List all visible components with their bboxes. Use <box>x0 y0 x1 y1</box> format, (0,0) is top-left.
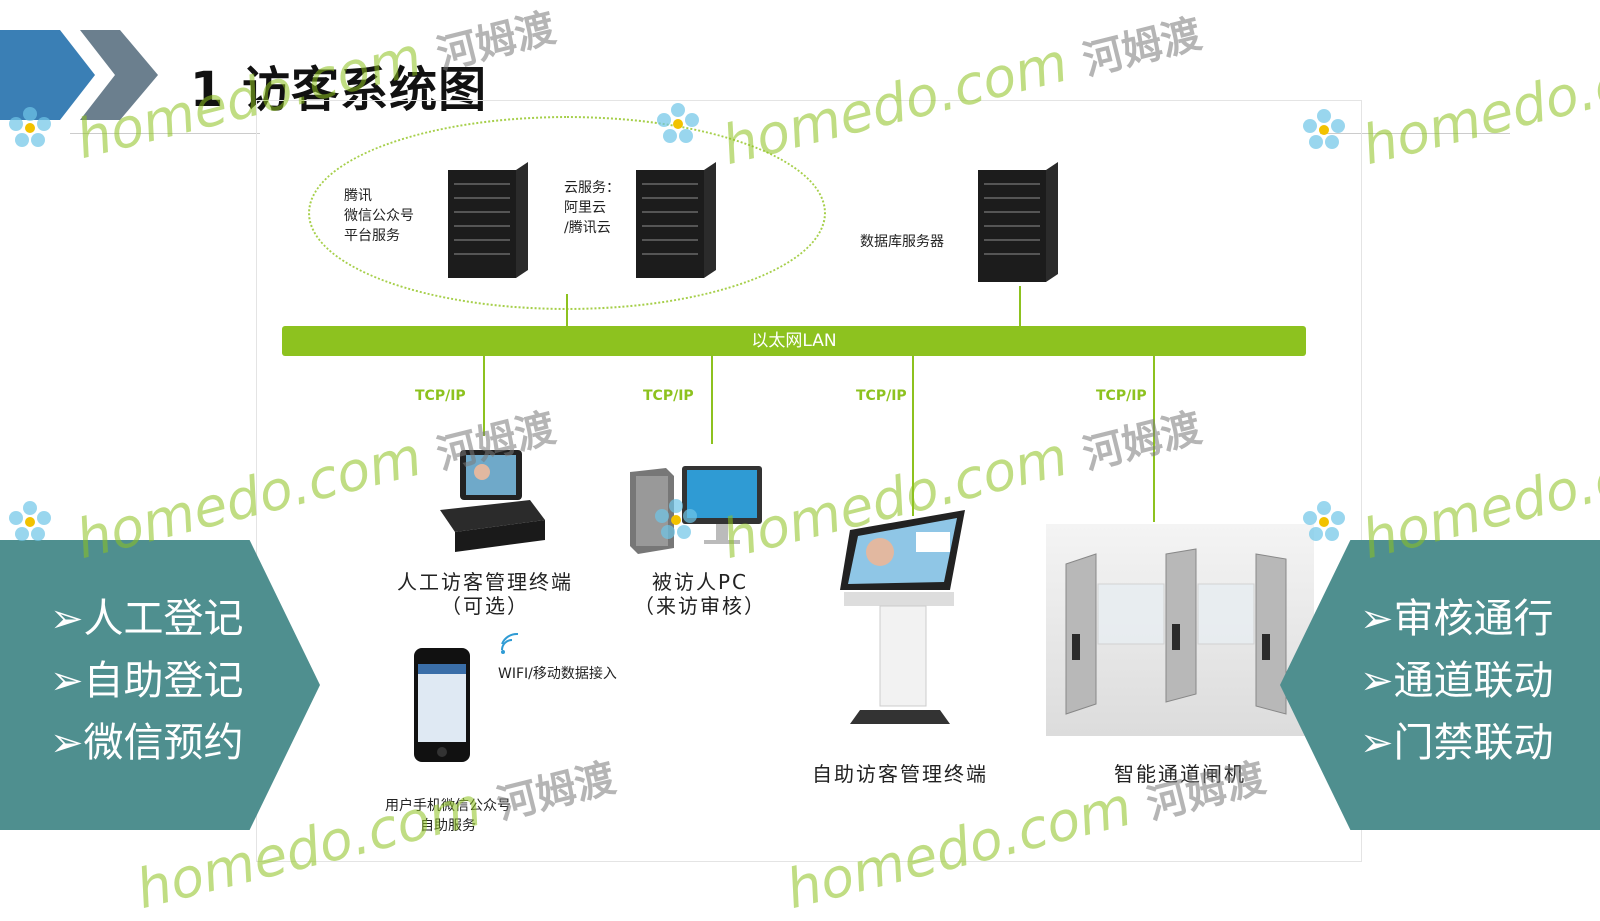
panel-item-approval-pass: ➢审核通行 <box>1360 596 1554 642</box>
cloud-connector <box>566 294 568 326</box>
panel-item-wechat-booking: ➢微信预约 <box>50 720 244 766</box>
title-divider <box>70 133 260 134</box>
panel-item-access-linkage: ➢门禁联动 <box>1360 720 1554 766</box>
wifi-label: WIFI/移动数据接入 <box>498 666 617 682</box>
gate-label: 智能通道闸机 <box>1114 762 1246 786</box>
gate-connector <box>1153 356 1155 522</box>
registration-panel: ➢人工登记 ➢自助登记 ➢微信预约 <box>0 540 320 830</box>
wifi-icon <box>501 632 519 654</box>
phone-label: 用户手机微信公众号 自助服务 <box>385 798 511 834</box>
page-title: 1 访客系统图 <box>190 62 488 118</box>
pos-terminal-icon <box>440 450 545 552</box>
flower-logo-icon <box>9 107 51 147</box>
self-terminal-connector <box>912 356 914 516</box>
diagram-frame <box>256 100 1362 862</box>
header-chevrons <box>0 30 158 120</box>
tcp-label: TCP/IP <box>415 388 466 404</box>
watermark: homedo.com <box>1356 30 1600 178</box>
server-icon <box>448 162 528 278</box>
pc-connector <box>711 356 713 444</box>
database-server-icon <box>978 162 1058 282</box>
lan-bar: 以太网LAN <box>282 326 1306 356</box>
right-divider <box>1320 133 1510 134</box>
panel-item-channel-linkage: ➢通道联动 <box>1360 658 1554 704</box>
self-terminal-label: 自助访客管理终端 <box>812 762 988 786</box>
tcp-label: TCP/IP <box>1096 388 1147 404</box>
server-icon <box>636 162 716 278</box>
cloud-service-label: 云服务： 阿里云 /腾讯云 <box>564 180 620 236</box>
smartphone-icon <box>414 648 470 762</box>
manual-terminal-connector <box>483 356 485 436</box>
manual-terminal-label: 人工访客管理终端 （可选） <box>397 570 573 618</box>
flower-logo-icon <box>9 501 51 541</box>
panel-item-self-registration: ➢自助登记 <box>50 658 244 704</box>
tcp-label: TCP/IP <box>643 388 694 404</box>
panel-item-manual-registration: ➢人工登记 <box>50 596 244 642</box>
gate-photo <box>1046 524 1314 736</box>
flower-logo-icon <box>1303 109 1345 149</box>
database-connector <box>1019 286 1021 326</box>
flower-logo-icon <box>657 103 699 143</box>
kiosk-icon <box>840 510 965 724</box>
tcp-label: TCP/IP <box>856 388 907 404</box>
tencent-label: 腾讯 微信公众号 平台服务 <box>344 188 414 244</box>
flower-logo-icon <box>1303 501 1345 541</box>
flower-logo-icon <box>655 499 697 539</box>
access-panel: ➢审核通行 ➢通道联动 ➢门禁联动 <box>1280 540 1600 830</box>
database-server-label: 数据库服务器 <box>860 234 944 250</box>
visited-pc-label: 被访人PC （来访审核） <box>634 570 766 618</box>
